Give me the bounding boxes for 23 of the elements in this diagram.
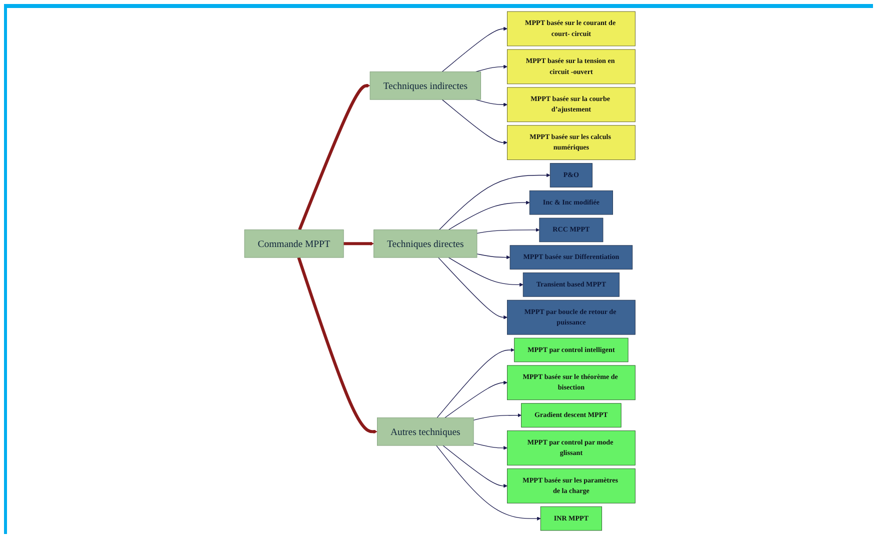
arrow xyxy=(436,445,541,520)
arrow xyxy=(444,380,508,418)
arrow xyxy=(438,257,508,320)
arrow xyxy=(473,442,508,450)
node-box: Autres techniques xyxy=(377,418,474,446)
arrow xyxy=(297,257,378,434)
arrow xyxy=(476,228,540,234)
node-box: Techniques directes xyxy=(374,230,478,258)
arrow xyxy=(473,413,522,420)
node-box: Commande MPPT xyxy=(244,230,344,258)
arrow xyxy=(448,200,530,230)
arrow xyxy=(442,445,508,488)
arrow xyxy=(475,64,508,72)
arrow xyxy=(442,99,508,145)
arrow xyxy=(439,173,550,230)
arrow xyxy=(442,26,508,72)
arrow xyxy=(475,99,508,107)
node-box: Techniques indirectes xyxy=(370,72,482,100)
arrow xyxy=(344,242,374,246)
arrow xyxy=(436,348,515,418)
arrow xyxy=(476,254,510,260)
arrow xyxy=(448,257,524,287)
arrow xyxy=(298,84,370,230)
